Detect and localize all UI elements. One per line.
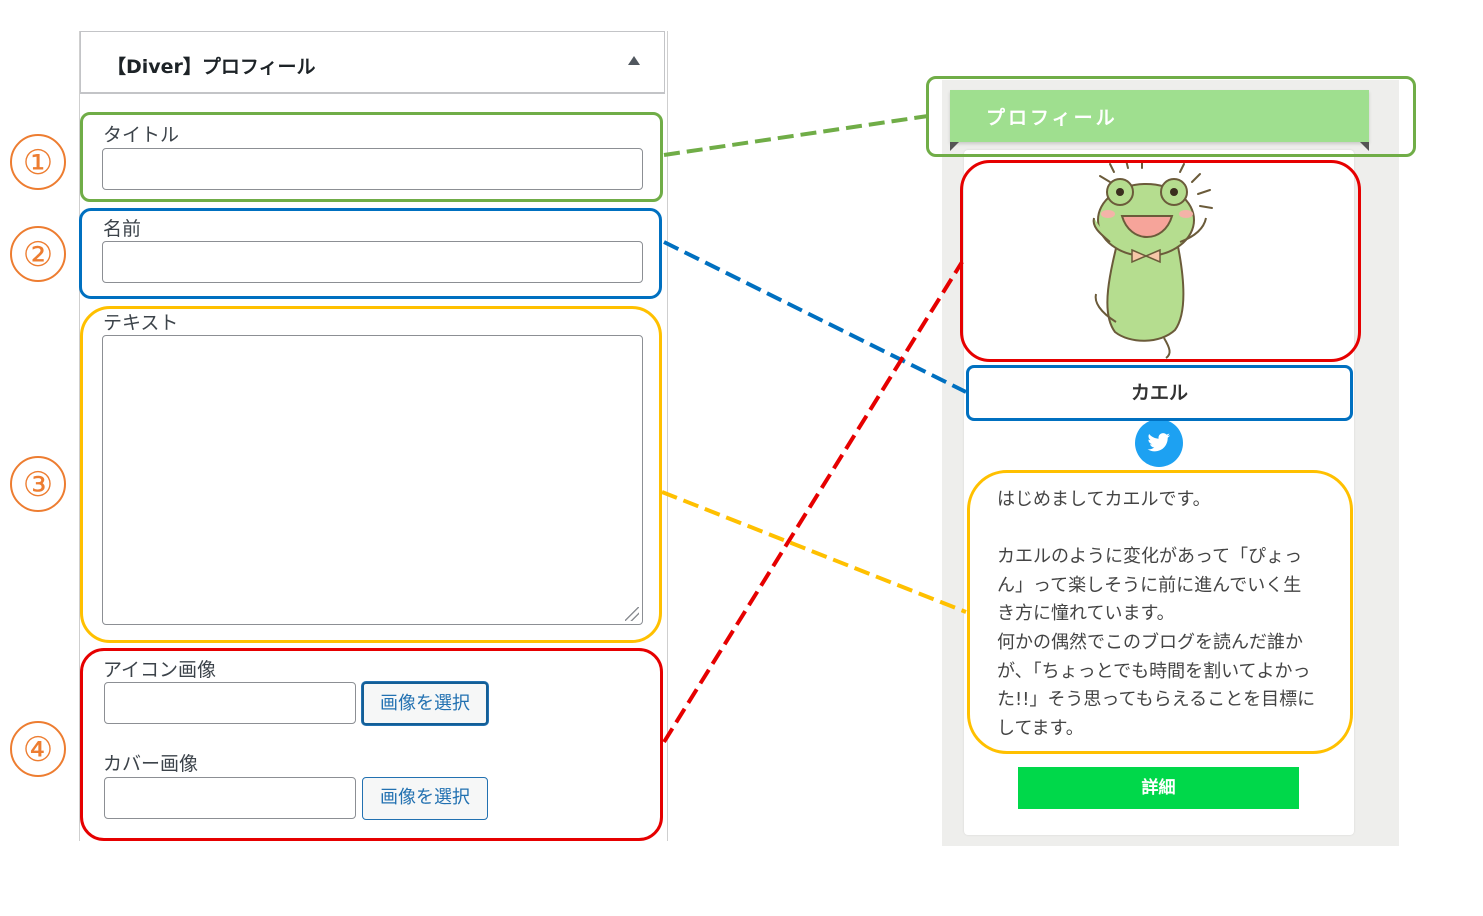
collapse-arrow-icon[interactable] bbox=[628, 56, 640, 65]
widget-title-ribbon: プロフィール bbox=[950, 90, 1369, 142]
profile-bio-text: はじめましてカエルです。 カエルのように変化があって「ぴょっん」って楽しそうに前… bbox=[997, 489, 1316, 739]
title-field-highlight bbox=[80, 112, 663, 202]
marker-4: ④ bbox=[10, 721, 66, 777]
profile-name-highlight bbox=[966, 365, 1353, 421]
name-input[interactable] bbox=[102, 241, 643, 283]
cover-image-input[interactable] bbox=[104, 777, 356, 819]
widget-title: 【Diver】プロフィール bbox=[107, 56, 316, 78]
bio-highlight bbox=[967, 470, 1353, 754]
text-field-highlight bbox=[80, 306, 662, 643]
twitter-button[interactable] bbox=[1135, 419, 1183, 467]
name-field-label: 名前 bbox=[103, 218, 142, 240]
cover-image-label: カバー画像 bbox=[103, 753, 199, 775]
ribbon-fold-right bbox=[1360, 142, 1369, 151]
profile-name: カエル bbox=[1130, 382, 1188, 404]
profile-bio: はじめましてカエルです。 カエルのように変化があって「ぴょっん」って楽しそうに前… bbox=[997, 486, 1317, 743]
title-connector bbox=[663, 114, 929, 157]
icon-image-label: アイコン画像 bbox=[103, 659, 217, 681]
marker-3: ③ bbox=[10, 456, 66, 512]
icon-image-input[interactable] bbox=[104, 682, 356, 724]
widget-settings-panel: 【Diver】プロフィール タイトル 名前 テキスト アイコン画像 画像を選択 … bbox=[79, 31, 668, 841]
ribbon-title: プロフィール bbox=[986, 107, 1118, 129]
twitter-icon bbox=[1147, 433, 1170, 452]
marker-1: ① bbox=[10, 134, 66, 190]
widget-header[interactable]: 【Diver】プロフィール bbox=[80, 31, 665, 94]
icon-image-select-button[interactable]: 画像を選択 bbox=[362, 682, 488, 725]
name-field-highlight bbox=[79, 208, 662, 299]
title-field-label: タイトル bbox=[103, 124, 180, 146]
name-connector bbox=[663, 240, 967, 394]
frog-avatar-image bbox=[1092, 162, 1213, 359]
image-connector bbox=[662, 260, 964, 744]
text-field-label: テキスト bbox=[103, 312, 179, 334]
avatar-highlight bbox=[960, 160, 1361, 362]
detail-button[interactable]: 詳細 bbox=[1018, 767, 1299, 809]
text-connector bbox=[661, 490, 967, 614]
image-fields-highlight bbox=[80, 648, 663, 841]
cover-image-select-button[interactable]: 画像を選択 bbox=[362, 777, 488, 820]
title-input[interactable] bbox=[102, 148, 643, 190]
marker-2: ② bbox=[10, 226, 66, 282]
text-textarea[interactable] bbox=[102, 335, 643, 625]
